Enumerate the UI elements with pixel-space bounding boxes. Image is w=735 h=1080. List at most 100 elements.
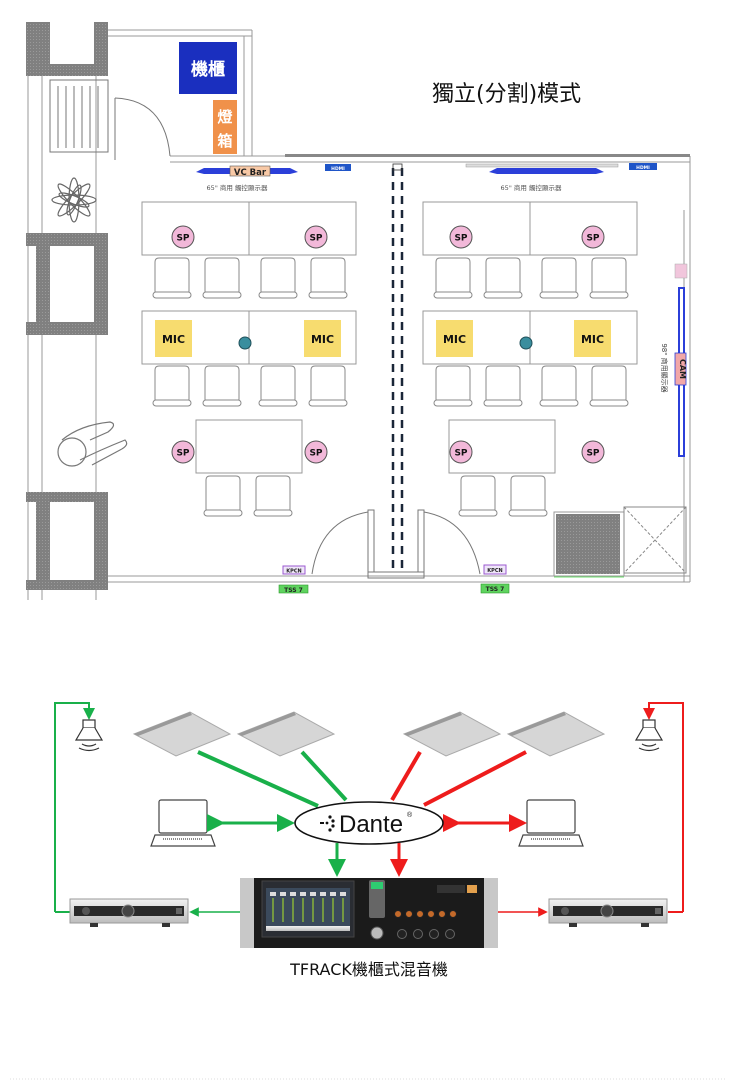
wall-speaker-left-icon <box>74 719 104 752</box>
dante-logo-icon <box>320 815 335 832</box>
speaker-label: SP <box>454 449 467 459</box>
speaker-label: SP <box>309 449 322 459</box>
chair <box>308 257 348 299</box>
tss-right-box <box>480 583 510 594</box>
chair <box>539 257 579 299</box>
speaker-label: SP <box>454 234 467 244</box>
speaker-label: SP <box>586 449 599 459</box>
chair <box>589 257 629 299</box>
ceiling-speaker <box>402 711 502 757</box>
hdmi-right <box>629 163 657 170</box>
display-65-right <box>489 168 604 174</box>
dante-label: Dante <box>339 811 403 838</box>
kpcn-left-box <box>282 565 306 575</box>
mixer-caption: TFRACK機櫃式混音機 <box>289 960 448 979</box>
chair <box>202 257 242 299</box>
link-ceiling2-dante <box>300 750 348 802</box>
ceiling-speaker <box>132 711 232 757</box>
ceiling-speaker <box>506 711 606 757</box>
speaker-marker: SP <box>581 225 605 249</box>
amp-right <box>548 898 668 927</box>
red-loop-line <box>643 702 684 912</box>
mic-marker: MIC <box>436 320 473 357</box>
mics: MIC MIC MIC MIC <box>155 320 611 357</box>
link-ceiling3-dante <box>390 750 422 802</box>
tables-right <box>422 201 638 474</box>
speakers: SP SP SP SP SP SP SP SP <box>171 225 605 464</box>
pillar-middle <box>26 233 108 335</box>
cam-label: CAM <box>678 359 687 379</box>
chair <box>433 257 473 299</box>
chair <box>458 475 498 517</box>
chair <box>152 257 192 299</box>
speaker-label: SP <box>176 234 189 244</box>
tss-left-label: TSS 7 <box>284 587 303 594</box>
tss-right-label: TSS 7 <box>486 586 505 593</box>
mic-label: MIC <box>162 333 185 346</box>
hdmi-left-label: HDMI <box>331 166 345 172</box>
speaker-label: SP <box>176 449 189 459</box>
mic-label: MIC <box>311 333 334 346</box>
laptop-right-icon <box>518 799 584 847</box>
mic-marker: MIC <box>574 320 611 357</box>
chair <box>202 365 242 407</box>
person-icon <box>57 421 128 467</box>
chair <box>152 365 192 407</box>
ceiling-speaker <box>236 711 336 757</box>
dante-hub <box>294 801 444 845</box>
display-65-left-label: 65" 商用 觸控顯示器 <box>207 183 268 192</box>
link-ceiling4-dante <box>423 750 527 807</box>
room-walls <box>108 29 691 583</box>
speaker-marker: SP <box>171 440 195 464</box>
lightbox-label-1: 燈 <box>217 108 233 126</box>
chair <box>253 475 293 517</box>
kpcn-right-box <box>483 564 507 575</box>
amp-left <box>69 898 189 927</box>
dante-registered: ® <box>407 811 413 819</box>
table-connector-right <box>519 336 533 350</box>
mic-label: MIC <box>443 333 466 346</box>
display-65-right-frame <box>465 163 619 168</box>
hdmi-right-label: HDMI <box>636 165 650 171</box>
mic-label: MIC <box>581 333 604 346</box>
speaker-marker: SP <box>581 440 605 464</box>
tables-left <box>141 201 357 474</box>
speaker-marker: SP <box>171 225 195 249</box>
speaker-marker: SP <box>449 440 473 464</box>
table-connector-left <box>238 336 252 350</box>
display-65-right-label: 65" 商用 觸控顯示器 <box>501 183 562 192</box>
chair <box>308 365 348 407</box>
top-wall-band <box>285 154 690 157</box>
tss-left-box <box>278 584 309 594</box>
speaker-marker: SP <box>304 440 328 464</box>
lightbox-label-2: 箱 <box>217 132 232 150</box>
shaft-cross <box>623 506 687 574</box>
pillar-bottom <box>26 492 108 590</box>
mic-marker: MIC <box>304 320 341 357</box>
tfrack-mixer <box>240 878 498 948</box>
chairs <box>152 257 629 517</box>
cam-box <box>674 352 687 386</box>
mode-title: 獨立(分割)模式 <box>432 82 582 107</box>
speaker-marker: SP <box>449 225 473 249</box>
wall-speaker-right-icon <box>634 719 664 752</box>
speaker-label: SP <box>586 234 599 244</box>
speaker-marker: SP <box>304 225 328 249</box>
ceiling-speakers <box>132 711 606 757</box>
door-top <box>114 97 171 160</box>
doors-bottom <box>311 509 481 579</box>
speaker-label: SP <box>309 234 322 244</box>
display-98-label: 98" 商用顯示器 <box>660 343 669 392</box>
chair <box>483 365 523 407</box>
chair <box>258 257 298 299</box>
plant-icon <box>51 177 97 223</box>
radiator <box>49 79 109 153</box>
kpcn-left-label: KPCN <box>286 569 301 575</box>
vcbar-box <box>229 165 271 177</box>
chair <box>203 475 243 517</box>
floor-plan: 機櫃 燈 箱 VC Bar HDMI 65" 商用 觸控顯示器 HDMI 65"… <box>26 22 691 600</box>
pillar-top <box>26 22 108 76</box>
hdmi-left <box>325 164 351 171</box>
kpcn-right-label: KPCN <box>487 568 502 574</box>
small-device-right <box>674 263 688 279</box>
